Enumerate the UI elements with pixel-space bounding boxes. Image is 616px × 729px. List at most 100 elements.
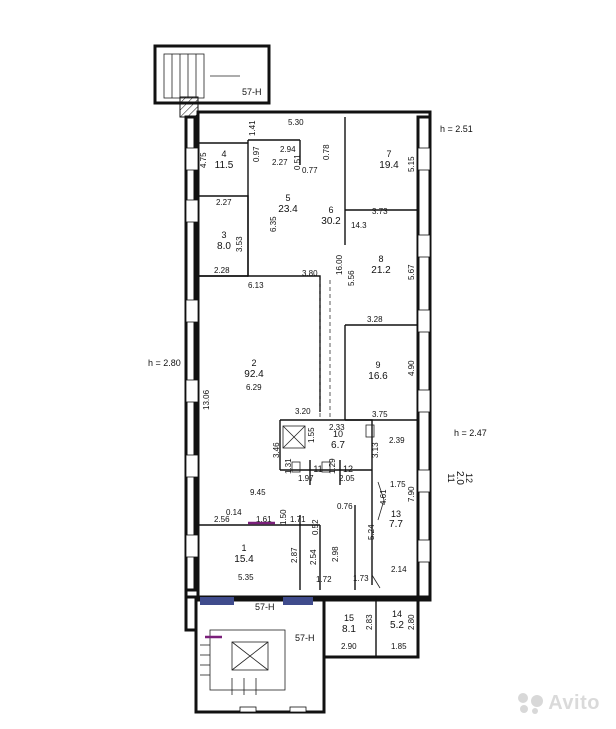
partitions <box>198 117 418 590</box>
svg-text:14.3: 14.3 <box>351 221 367 230</box>
svg-text:1.72: 1.72 <box>316 575 332 584</box>
svg-text:92.4: 92.4 <box>244 369 264 380</box>
bottom-section <box>194 595 420 714</box>
svg-text:6.35: 6.35 <box>269 216 278 232</box>
svg-text:5.30: 5.30 <box>288 118 304 127</box>
stair-marks: 57-H 57-H 57-H <box>242 87 315 643</box>
svg-text:5.35: 5.35 <box>238 573 254 582</box>
svg-text:1.71: 1.71 <box>290 515 306 524</box>
svg-text:h = 2.80: h = 2.80 <box>148 358 181 368</box>
svg-text:10: 10 <box>333 429 343 439</box>
svg-text:4.90: 4.90 <box>407 360 416 376</box>
svg-text:3.53: 3.53 <box>235 236 244 252</box>
room-2: 292.4 <box>244 358 264 380</box>
svg-text:16.6: 16.6 <box>368 371 388 382</box>
svg-text:3.20: 3.20 <box>295 407 311 416</box>
svg-text:2.33: 2.33 <box>329 423 345 432</box>
left-wall-thick <box>184 115 200 599</box>
room-4: 411.5 <box>215 149 234 171</box>
room-11: 11 <box>313 464 322 474</box>
room-labels: 411.5 523.4 630.2 719.4 38.0 821.2 292.4… <box>215 149 474 635</box>
svg-text:4.61: 4.61 <box>379 489 388 505</box>
svg-text:2.39: 2.39 <box>389 436 405 445</box>
svg-text:15: 15 <box>344 613 354 623</box>
svg-text:5: 5 <box>285 193 290 203</box>
svg-text:1.50: 1.50 <box>279 509 288 525</box>
svg-text:2.28: 2.28 <box>214 266 230 275</box>
room-7: 719.4 <box>379 149 399 171</box>
svg-text:5.24: 5.24 <box>367 524 376 540</box>
svg-text:3.13: 3.13 <box>371 442 380 458</box>
svg-text:0.78: 0.78 <box>322 144 331 160</box>
svg-text:7.7: 7.7 <box>389 519 403 530</box>
right-windows <box>417 147 431 563</box>
svg-text:8.0: 8.0 <box>217 241 231 252</box>
room-6: 630.2 <box>321 205 341 227</box>
svg-text:3.80: 3.80 <box>302 269 318 278</box>
svg-text:0.76: 0.76 <box>337 502 353 511</box>
svg-text:7: 7 <box>386 149 391 159</box>
watermark-logo-icon <box>518 692 544 715</box>
room-1: 115.4 <box>234 543 254 565</box>
svg-text:2.94: 2.94 <box>280 145 296 154</box>
svg-text:12: 12 <box>343 464 353 474</box>
room-8: 821.2 <box>371 254 391 276</box>
bathroom-block <box>282 424 375 473</box>
svg-text:h = 2.47: h = 2.47 <box>454 428 487 438</box>
room-5: 523.4 <box>278 193 298 215</box>
svg-text:0.77: 0.77 <box>302 166 318 175</box>
svg-text:9.45: 9.45 <box>250 488 266 497</box>
svg-text:5.56: 5.56 <box>347 270 356 286</box>
svg-text:2.14: 2.14 <box>391 565 407 574</box>
outer-wall <box>184 110 432 632</box>
svg-text:11: 11 <box>446 473 456 482</box>
svg-text:30.2: 30.2 <box>321 216 341 227</box>
svg-text:8.1: 8.1 <box>342 624 356 635</box>
svg-text:2.27: 2.27 <box>272 158 288 167</box>
svg-text:4: 4 <box>221 149 226 159</box>
svg-text:2.54: 2.54 <box>309 549 318 565</box>
svg-text:11.5: 11.5 <box>215 160 234 171</box>
svg-text:1.73: 1.73 <box>353 574 369 583</box>
svg-text:2.56: 2.56 <box>214 515 230 524</box>
svg-text:1.29: 1.29 <box>328 458 337 474</box>
svg-text:1.55: 1.55 <box>307 427 316 443</box>
svg-text:21.2: 21.2 <box>371 265 391 276</box>
svg-text:0.14: 0.14 <box>226 508 242 517</box>
room-15: 158.1 <box>342 613 356 635</box>
room-13: 137.7 <box>389 509 403 530</box>
svg-text:57-H: 57-H <box>295 633 315 643</box>
svg-text:13.06: 13.06 <box>202 389 211 410</box>
svg-text:1.61: 1.61 <box>256 515 272 524</box>
svg-text:2.0: 2.0 <box>454 471 465 485</box>
svg-text:1.97: 1.97 <box>298 474 314 483</box>
svg-text:h = 2.51: h = 2.51 <box>440 124 473 134</box>
height-labels: h = 2.51 h = 2.80 h = 2.47 <box>148 124 487 438</box>
svg-text:1.41: 1.41 <box>248 120 257 136</box>
svg-text:2.27: 2.27 <box>216 198 232 207</box>
svg-text:2.98: 2.98 <box>331 546 340 562</box>
svg-text:2: 2 <box>251 358 256 368</box>
svg-text:1: 1 <box>241 543 246 553</box>
svg-text:3.46: 3.46 <box>272 442 281 458</box>
svg-text:12: 12 <box>464 473 474 483</box>
top-stair-annex <box>153 44 271 118</box>
svg-text:5.67: 5.67 <box>407 264 416 280</box>
watermark-text: Avito <box>548 692 600 714</box>
svg-text:2.90: 2.90 <box>341 642 357 651</box>
svg-text:3: 3 <box>221 230 226 240</box>
svg-text:7.90: 7.90 <box>407 486 416 502</box>
room-9: 916.6 <box>368 360 388 382</box>
room-3: 38.0 <box>217 230 231 252</box>
svg-text:2.83: 2.83 <box>365 614 374 630</box>
svg-text:5.2: 5.2 <box>390 620 404 631</box>
svg-text:3.28: 3.28 <box>367 315 383 324</box>
svg-text:13: 13 <box>391 509 401 519</box>
room-14: 145.2 <box>390 609 404 631</box>
svg-text:2.87: 2.87 <box>290 547 299 563</box>
room-12: 12 <box>343 464 353 474</box>
svg-text:1.31: 1.31 <box>284 458 293 474</box>
svg-text:57-H: 57-H <box>255 602 275 612</box>
side-room-label: 11 2.0 12 <box>446 471 474 485</box>
